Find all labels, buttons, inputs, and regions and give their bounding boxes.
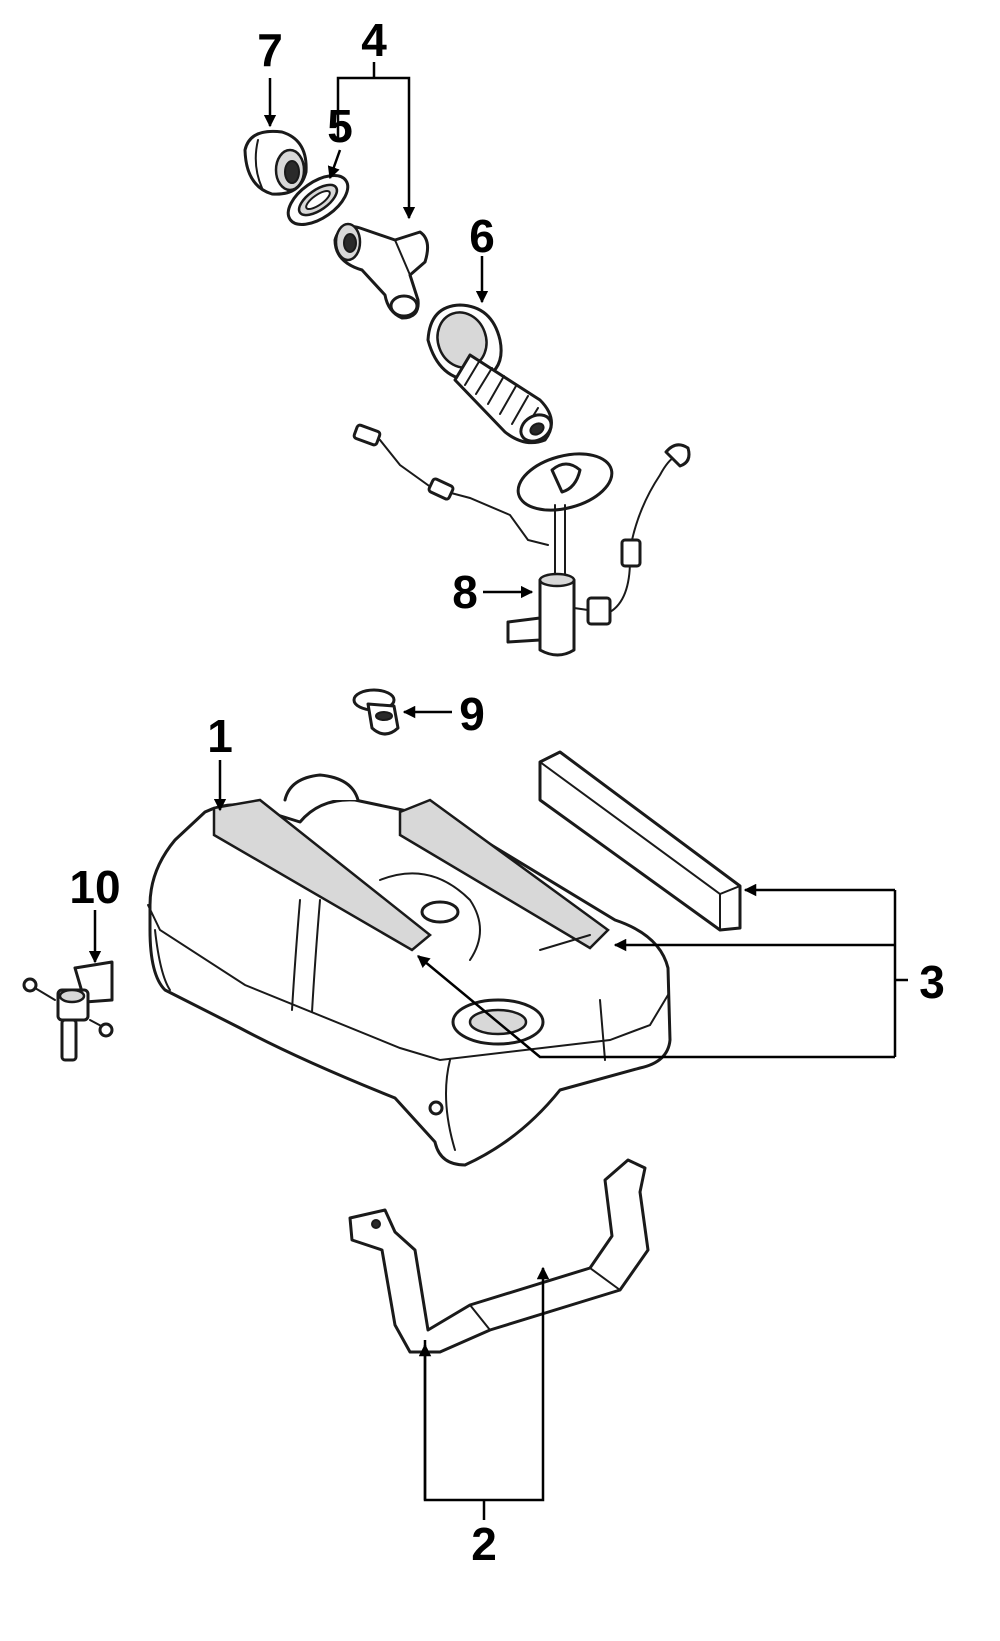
part-8-fuel-pump: [352, 423, 691, 657]
callout-labels: 7 4 5 6 8 9 1 10 3 2: [69, 14, 944, 1570]
callout-4: 4: [361, 14, 387, 66]
callout-9: 9: [459, 688, 485, 740]
part-1-fuel-tank: [147, 773, 672, 1167]
callout-7: 7: [257, 24, 283, 76]
callout-1: 1: [207, 710, 233, 762]
callout-8: 8: [452, 566, 478, 618]
callout-6: 6: [469, 210, 495, 262]
part-2-strap: [348, 1158, 650, 1354]
part-6-boot: [426, 303, 553, 445]
callout-5: 5: [327, 100, 353, 152]
part-7-grommet: [243, 129, 308, 196]
callout-10: 10: [69, 861, 120, 913]
part-4-filler-pipe: [333, 222, 430, 320]
part-10-sensor: [22, 960, 114, 1062]
leader-lines: [88, 62, 908, 1520]
callout-2: 2: [471, 1518, 497, 1570]
part-9-valve: [352, 688, 400, 736]
part-5-clamp: [286, 174, 350, 226]
callout-3: 3: [919, 956, 945, 1008]
